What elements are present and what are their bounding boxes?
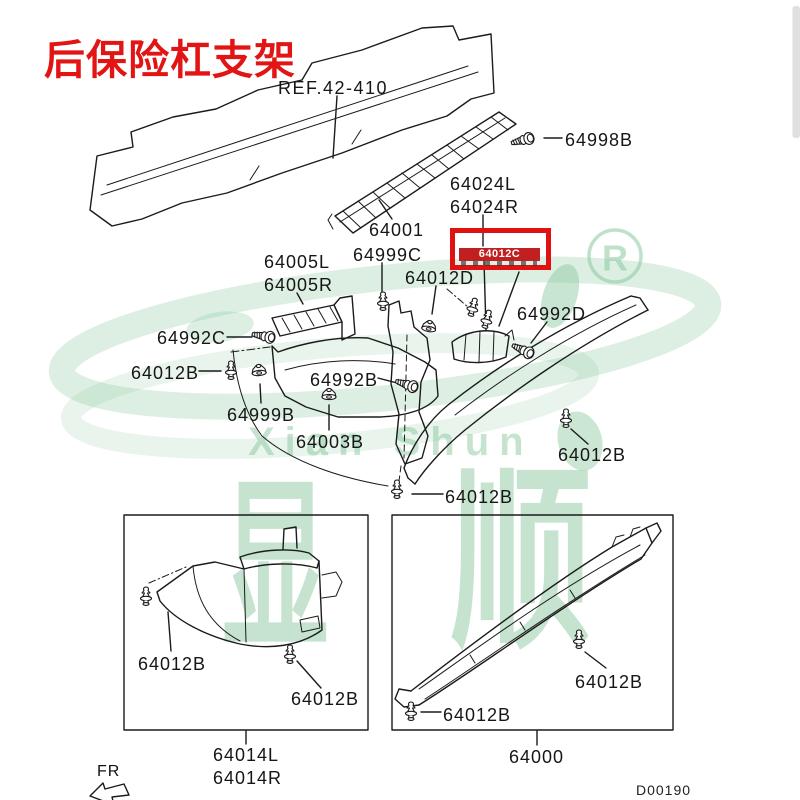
part-label-64999c: 64999C: [353, 245, 423, 265]
part-label-64999b: 64999B: [227, 405, 296, 425]
part-label-64992c: 64992C: [157, 328, 227, 348]
part-label-64012b-box2-right: 64012B: [575, 672, 644, 692]
highlight-bracket-drawing: [446, 288, 515, 364]
doc-code: D00190: [636, 782, 692, 798]
fr-label: FR: [97, 763, 121, 780]
part-label-64005l: 64005L: [264, 252, 331, 272]
part-label-64000: 64000: [509, 747, 565, 767]
highlight-bar: 64012C: [459, 248, 540, 261]
part-label-64024l: 64024L: [450, 174, 517, 194]
covered-text-remnant: [461, 261, 537, 266]
valance-panel-drawing: [230, 336, 439, 487]
center-strip-drawing: [387, 300, 431, 482]
part-label-64998b: 64998B: [565, 130, 634, 150]
page-title: 后保险杠支架: [44, 37, 296, 83]
watermark-brand-char-2: 顺: [450, 444, 592, 676]
registered-trademark-icon: R: [587, 228, 643, 284]
part-label-64012b-box2-left: 64012B: [443, 705, 512, 725]
leader-lines: [198, 95, 589, 495]
subbox-64014: [123, 514, 369, 745]
part-label-64012b-center: 64012B: [445, 487, 514, 507]
registered-trademark-letter: R: [602, 238, 628, 279]
fr-arrow-icon: [89, 782, 130, 800]
subbox-64000: [391, 514, 674, 746]
part-label-64014r: 64014R: [213, 768, 283, 788]
part-label-64005r: 64005R: [264, 275, 334, 295]
part-label-64012b-box1-right: 64012B: [291, 689, 360, 709]
part-label-64012b-right: 64012B: [558, 445, 627, 465]
side-bracket-drawing: [271, 295, 356, 341]
part-label-64001: 64001: [369, 220, 425, 240]
highlighted-part-number: 64012C: [478, 248, 521, 260]
part-label-64012b-box1-left: 64012B: [138, 654, 207, 674]
reinforcement-bar-drawing: [327, 111, 517, 234]
highlight-box: 64012C: [450, 228, 551, 270]
part-label-64003b: 64003B: [296, 432, 365, 452]
bumper-face-drawing: [403, 295, 649, 485]
part-label-64012d: 64012D: [405, 268, 475, 288]
part-label-64992d: 64992D: [517, 304, 587, 324]
part-label-64024r: 64024R: [450, 197, 520, 217]
part-label-ref-42-410: REF.42-410: [278, 78, 389, 98]
part-label-64014l: 64014L: [213, 745, 280, 765]
part-label-64992b: 64992B: [310, 370, 379, 390]
scrollbar-remnant[interactable]: [792, 6, 800, 138]
body-panel-drawing: [89, 25, 495, 227]
part-label-64012b-left: 64012B: [131, 363, 200, 383]
